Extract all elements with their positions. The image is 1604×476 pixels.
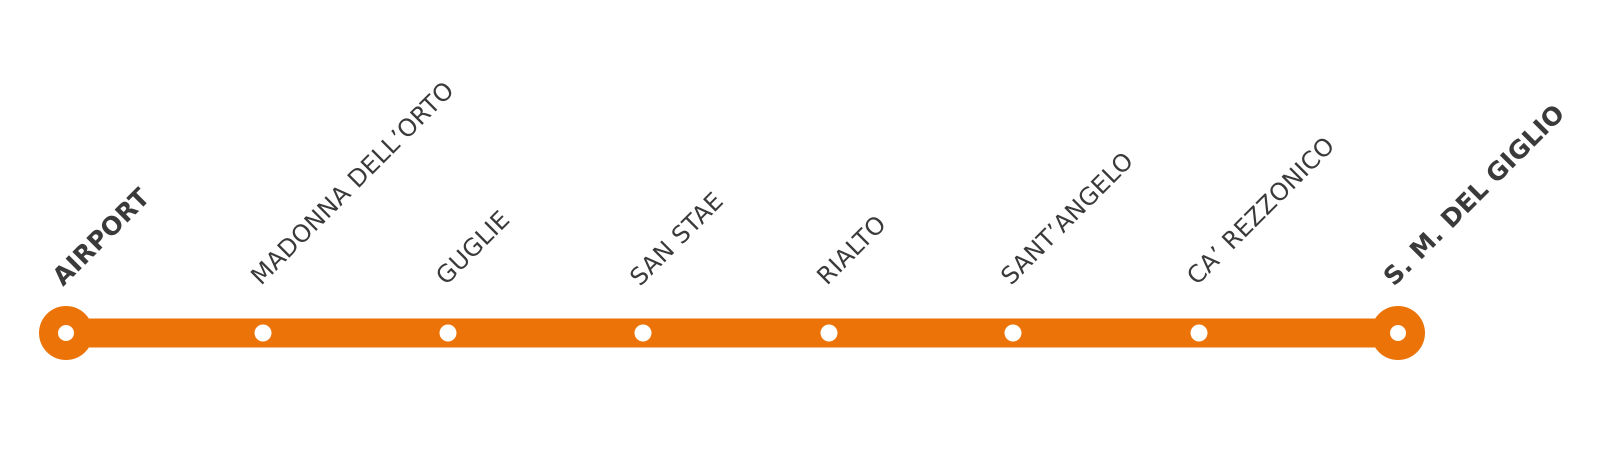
stop-marker-santangelo: [1004, 324, 1022, 342]
station-label-ca-rezzonico: CA’ REZZONICO: [1181, 131, 1340, 290]
stop-marker-s-m-del-giglio: [1390, 325, 1406, 341]
stop-marker-san-stae: [634, 324, 652, 342]
station-label-santangelo: SANT’ANGELO: [995, 147, 1139, 291]
station-label-rialto: RIALTO: [811, 210, 891, 290]
stop-marker-madonna-dellorto: [254, 324, 272, 342]
stop-marker-ca-rezzonico: [1190, 324, 1208, 342]
station-label-s-m-del-giglio: S. M. DEL GIGLIO: [1378, 99, 1571, 292]
station-label-airport: AIRPORT: [47, 183, 156, 292]
stop-marker-airport: [58, 325, 74, 341]
stop-marker-guglie: [439, 324, 457, 342]
station-label-guglie: GUGLIE: [430, 205, 515, 290]
stops-group: [39, 306, 1425, 360]
station-label-san-stae: SAN STAE: [624, 187, 728, 291]
stop-marker-rialto: [820, 324, 838, 342]
station-label-madonna-dellorto: MADONNA DELL’ORTO: [245, 76, 459, 290]
